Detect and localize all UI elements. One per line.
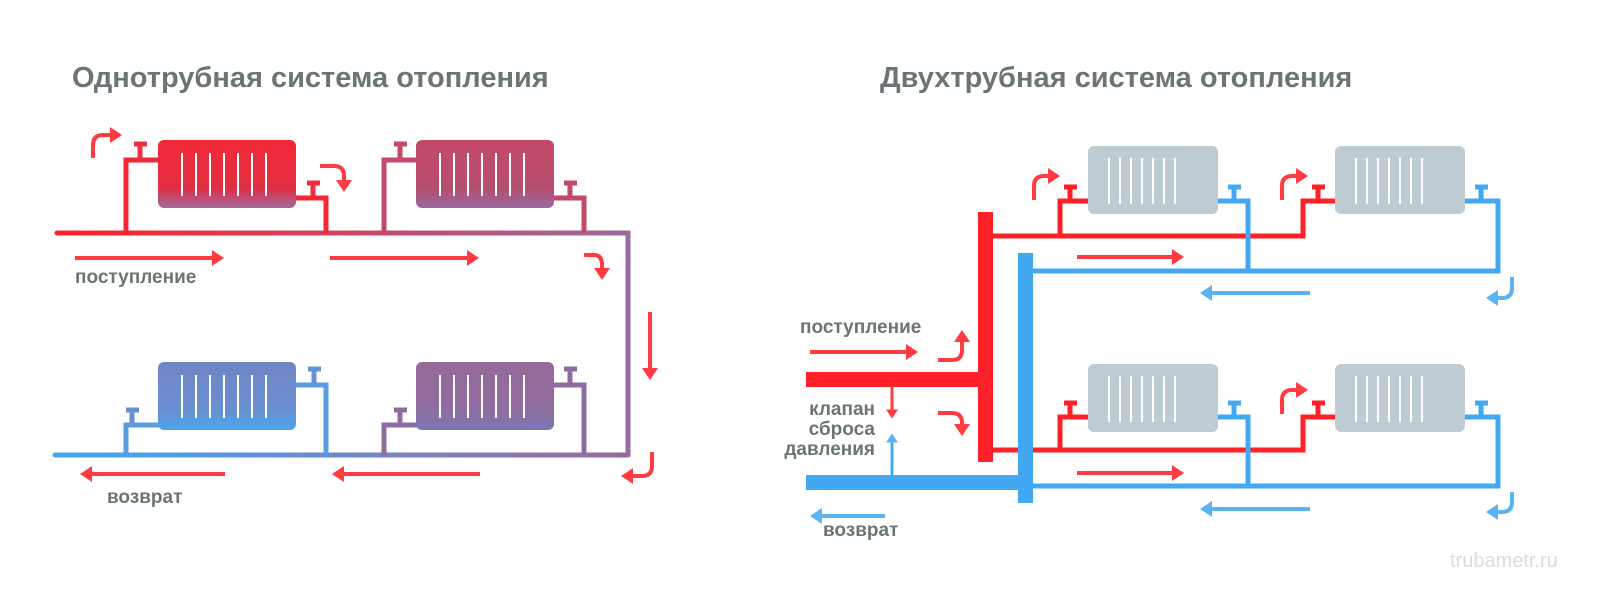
radiator-gray-1 bbox=[1088, 146, 1218, 214]
return-label: возврат bbox=[107, 487, 182, 508]
one-pipe-title: Однотрубная система отопления bbox=[72, 62, 549, 94]
svg-text:сброса: сброса bbox=[809, 419, 876, 440]
arrow-curved-icon bbox=[584, 253, 610, 280]
watermark: trubametr.ru bbox=[1450, 550, 1558, 572]
radiator-gray-3 bbox=[1088, 364, 1218, 432]
return-riser bbox=[1018, 253, 1033, 503]
radiator-bottom-1 bbox=[158, 362, 296, 430]
arrow-curved-icon bbox=[938, 330, 970, 362]
supply-label: поступление bbox=[75, 267, 196, 288]
two-pipe-title: Двухтрубная система отопления bbox=[880, 62, 1352, 94]
svg-text:давления: давления bbox=[784, 439, 875, 460]
radiator-top-1 bbox=[158, 140, 296, 208]
supply-label: поступление bbox=[800, 317, 921, 338]
arrow-curved-icon bbox=[320, 164, 352, 192]
radiator-bottom-2 bbox=[416, 362, 554, 430]
supply-riser bbox=[978, 212, 993, 462]
svg-text:клапан: клапан bbox=[809, 399, 875, 420]
two-pipe-pipes bbox=[992, 184, 1501, 489]
radiator-gray-2 bbox=[1335, 146, 1465, 214]
radiator-gray-4 bbox=[1335, 364, 1465, 432]
arrow-curved-icon bbox=[91, 127, 122, 158]
return-label: возврат bbox=[823, 520, 898, 541]
arrow-curved-icon bbox=[1280, 382, 1308, 414]
radiator-top-2 bbox=[416, 140, 554, 208]
two-pipe-flow-arrows bbox=[810, 168, 1514, 524]
arrow-curved-icon bbox=[1486, 277, 1514, 306]
arrow-curved-icon bbox=[621, 452, 654, 484]
arrow-curved-icon bbox=[1032, 168, 1060, 200]
valve-label: клапан сброса давления bbox=[784, 399, 875, 460]
one-pipe-pipes bbox=[52, 141, 631, 458]
one-pipe-flow-arrows bbox=[75, 127, 658, 484]
supply-main bbox=[806, 372, 992, 387]
arrow-curved-icon bbox=[1486, 492, 1514, 520]
arrow-curved-icon bbox=[938, 411, 970, 436]
arrow-curved-icon bbox=[1280, 168, 1308, 200]
return-main bbox=[806, 475, 1032, 490]
